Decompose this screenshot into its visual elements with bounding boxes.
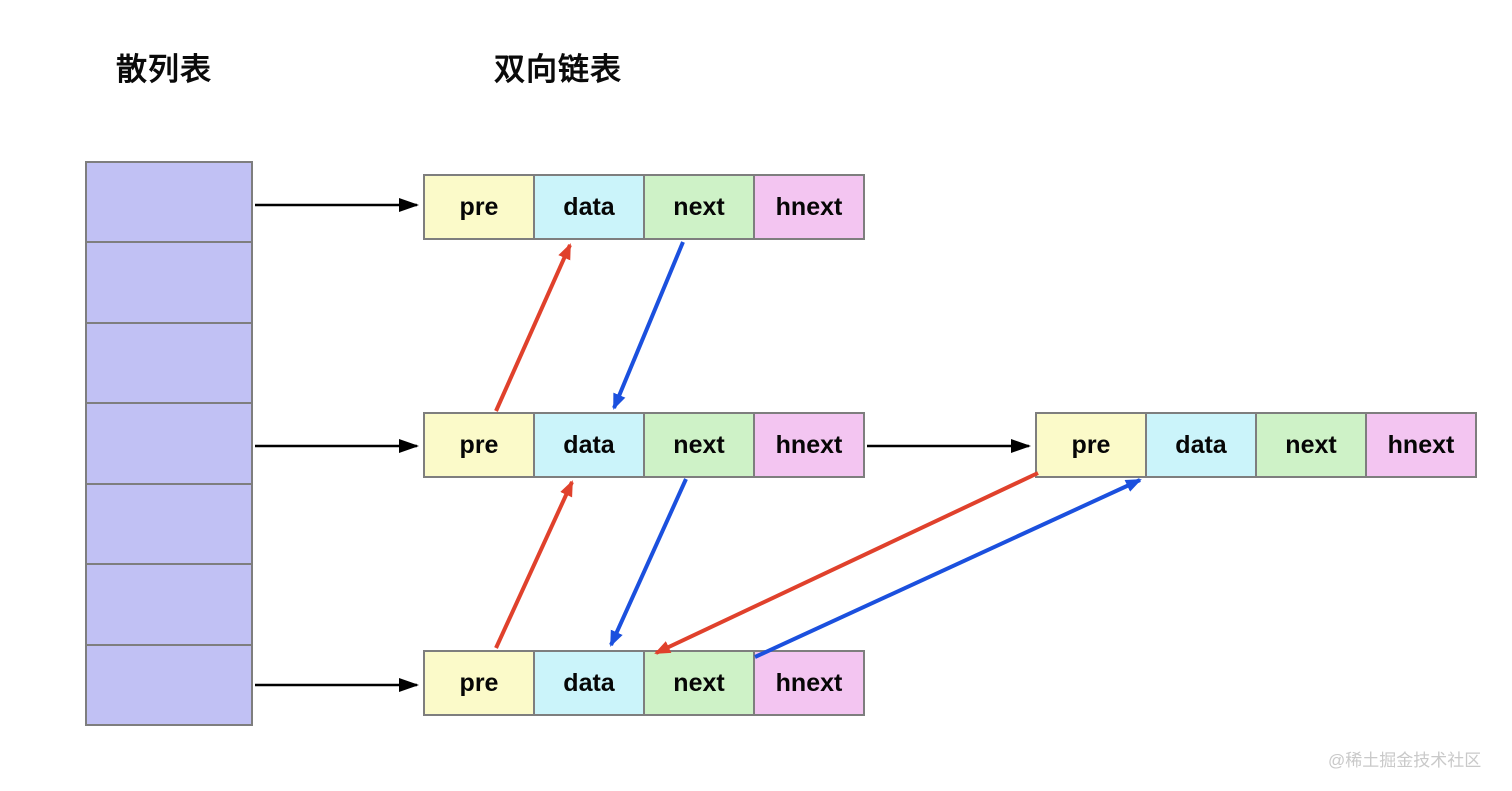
node-1-data-cell: data	[533, 174, 645, 240]
node-2: pre data next hnext	[423, 412, 865, 478]
hash-slot-2	[85, 241, 253, 324]
hash-slot-5	[85, 482, 253, 566]
node-3-data-cell: data	[533, 650, 645, 716]
node-2-next-cell: next	[643, 412, 755, 478]
hash-table-title: 散列表	[116, 52, 212, 87]
doubly-linked-list-title: 双向链表	[494, 52, 622, 87]
node-3-hnext-cell: hnext	[753, 650, 865, 716]
node-2-data-cell: data	[533, 412, 645, 478]
node-3-pre-cell: pre	[423, 650, 535, 716]
node-4-data-cell: data	[1145, 412, 1257, 478]
node-4-next-cell: next	[1255, 412, 1367, 478]
node-1: pre data next hnext	[423, 174, 865, 240]
node-3-next-cell: next	[643, 650, 755, 716]
node-2-pre-cell: pre	[423, 412, 535, 478]
node-1-pre-cell: pre	[423, 174, 535, 240]
arrow-node-1-next-to-node-2-data	[612, 241, 685, 410]
node-4: pre data next hnext	[1035, 412, 1477, 478]
arrow-node-2-next-to-node-3-data	[609, 478, 688, 647]
arrow-node-3-hnext-to-node-4-data	[754, 478, 1142, 659]
node-4-hnext-cell: hnext	[1365, 412, 1477, 478]
hash-slot-3	[85, 321, 253, 405]
hash-table	[85, 161, 253, 726]
arrow-node-2-pre-to-node-1-data	[494, 243, 572, 412]
node-4-pre-cell: pre	[1035, 412, 1147, 478]
arrow-node-3-pre-to-node-2-data	[494, 480, 574, 649]
node-1-next-cell: next	[643, 174, 755, 240]
watermark: @稀土掘金技术社区	[1328, 751, 1482, 770]
node-3: pre data next hnext	[423, 650, 865, 716]
arrow-node-4-pre-to-node-3-next	[654, 471, 1039, 655]
hash-slot-1	[85, 161, 253, 244]
node-1-hnext-cell: hnext	[753, 174, 865, 240]
node-2-hnext-cell: hnext	[753, 412, 865, 478]
hash-slot-7	[85, 643, 253, 726]
hash-slot-4	[85, 402, 253, 485]
hash-slot-6	[85, 563, 253, 646]
